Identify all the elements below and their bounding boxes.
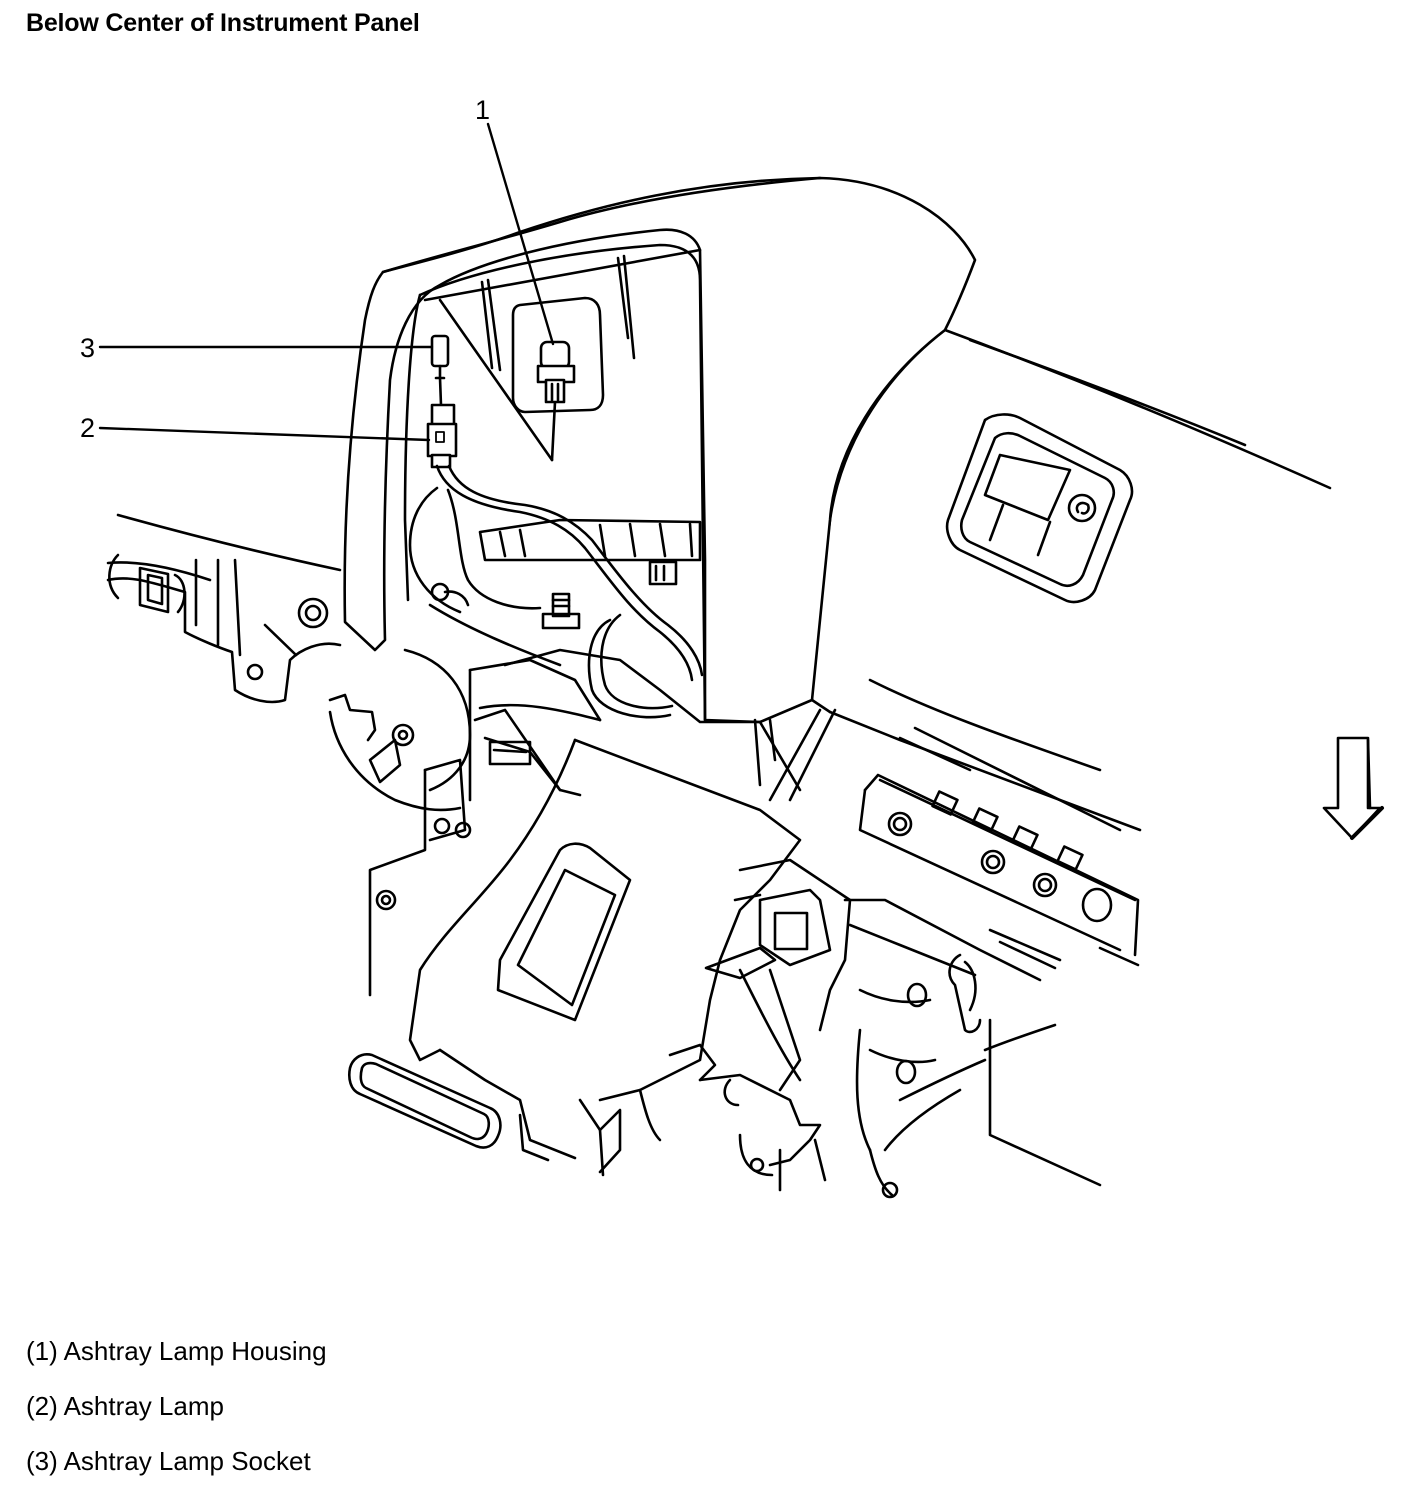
right-lower-bracket bbox=[668, 858, 1102, 1199]
callout-2-label: 2 bbox=[80, 413, 96, 443]
inner-louver-assembly bbox=[478, 518, 702, 719]
ashtray-recess-housing bbox=[343, 176, 977, 724]
lamp-socket-and-harness bbox=[408, 334, 704, 682]
dash-top-surface bbox=[810, 328, 1332, 832]
central-duct-assembly bbox=[348, 648, 802, 1177]
ashtray-lamp-housing bbox=[536, 340, 576, 404]
left-mounting-bracket bbox=[106, 513, 342, 704]
callout-3-label: 3 bbox=[80, 333, 96, 363]
down-arrow-icon bbox=[1322, 736, 1384, 840]
legend-item-3: (3) Ashtray Lamp Socket bbox=[26, 1446, 311, 1476]
legend-item-1: (1) Ashtray Lamp Housing bbox=[26, 1336, 327, 1366]
callout-2-leader bbox=[98, 426, 431, 442]
callout-1-label: 1 bbox=[475, 95, 491, 125]
switch-bezel bbox=[945, 413, 1134, 604]
callout-1-leader bbox=[486, 122, 555, 346]
left-lower-duct bbox=[328, 582, 602, 812]
legend-item-2: (2) Ashtray Lamp bbox=[26, 1391, 224, 1421]
right-hinge-strip bbox=[753, 708, 1140, 970]
callout-leaders bbox=[98, 122, 555, 442]
page-title: Below Center of Instrument Panel bbox=[26, 9, 420, 37]
